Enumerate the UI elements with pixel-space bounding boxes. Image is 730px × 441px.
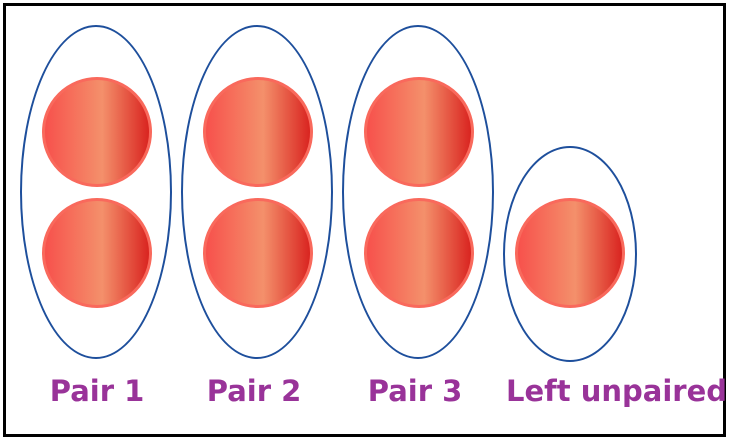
- pair-3-label: Pair 3: [367, 374, 463, 408]
- counter-icon: [364, 77, 474, 187]
- pair-2-label: Pair 2: [206, 374, 302, 408]
- counter-icon: [364, 198, 474, 308]
- counter-icon: [203, 77, 313, 187]
- counter-icon: [203, 198, 313, 308]
- pair-3-ellipse: [342, 25, 494, 359]
- pair-2-ellipse: [181, 25, 333, 359]
- pair-1-label: Pair 1: [49, 374, 145, 408]
- counter-icon: [42, 77, 152, 187]
- counter-icon: [515, 198, 625, 308]
- pair-1-ellipse: [20, 25, 172, 359]
- unpaired-label: Left unpaired: [506, 374, 728, 408]
- unpaired-ellipse: [503, 146, 637, 362]
- counter-icon: [42, 198, 152, 308]
